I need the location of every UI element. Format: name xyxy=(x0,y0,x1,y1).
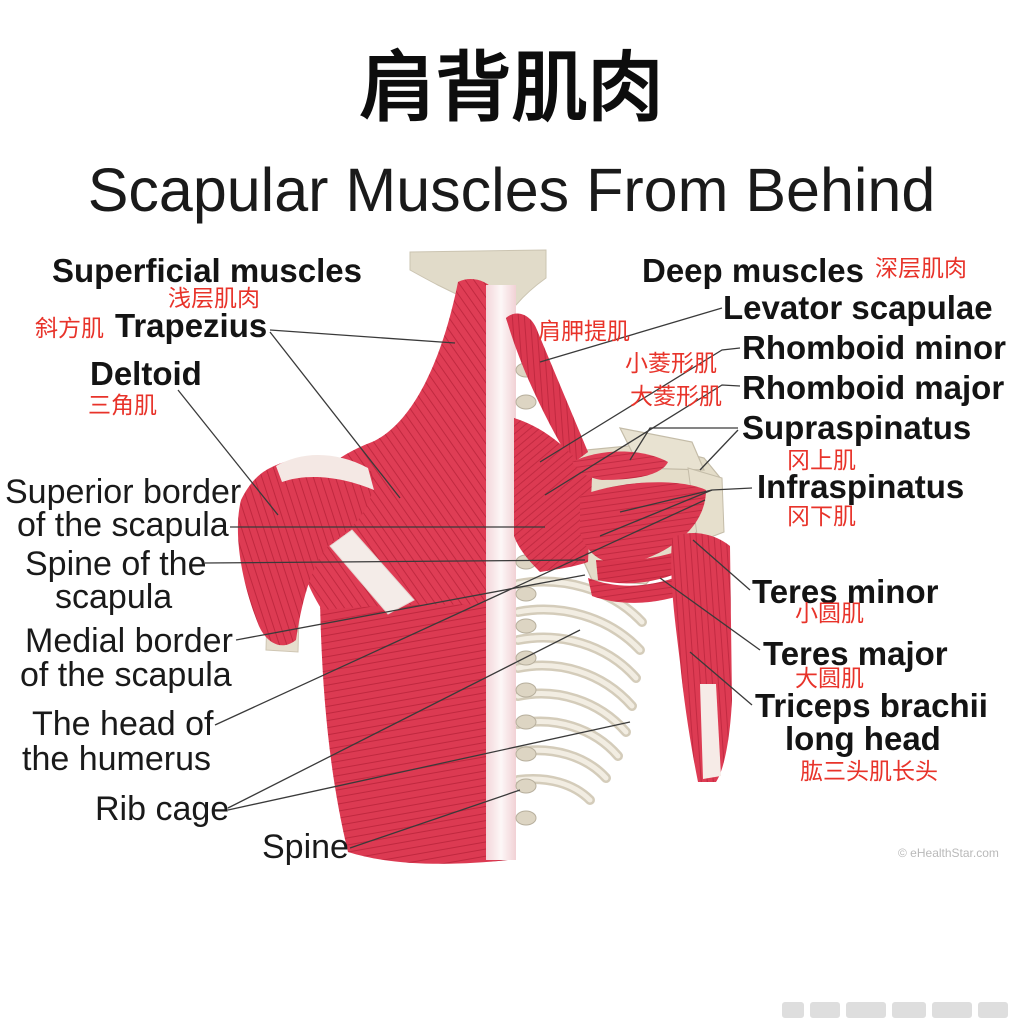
label-infraspinatus-cn: 冈下肌 xyxy=(787,504,856,530)
label-triceps-cn: 肱三头肌长头 xyxy=(800,759,938,785)
triceps-long-head xyxy=(671,532,732,782)
leader-head-of-humerus xyxy=(214,499,706,726)
leader-rhomboid-major xyxy=(544,384,741,496)
vertebra xyxy=(515,586,537,602)
label-rhomboid-minor-cn: 小菱形肌 xyxy=(625,351,717,377)
acromion-left xyxy=(276,455,374,490)
label-triceps-line1: Triceps brachii xyxy=(755,687,988,724)
leader-medial-border xyxy=(235,574,586,641)
label-rhomboid-major-cn: 大菱形肌 xyxy=(630,384,722,410)
label-infraspinatus: Infraspinatus xyxy=(757,468,965,505)
page-subtitle: Scapular Muscles From Behind xyxy=(87,156,936,224)
label-spine-of-scapula-line1: Spine of the xyxy=(25,545,207,583)
leader-trapezius-upper xyxy=(269,329,456,344)
label-teres-minor: Teres minor xyxy=(752,573,939,610)
label-levator-scapulae-cn: 肩胛提肌 xyxy=(538,319,630,345)
leader-trapezius-lower xyxy=(269,331,401,499)
rib-highlight xyxy=(515,635,639,681)
leader-triceps xyxy=(689,651,753,706)
label-head-of-humerus-line2: the humerus xyxy=(22,740,211,778)
leader-rib-cage-lower xyxy=(227,721,631,811)
leader-teres-major xyxy=(659,577,761,651)
label-rhomboid-minor: Rhomboid minor xyxy=(742,329,1006,366)
label-superior-border-line1: Superior border xyxy=(5,473,242,511)
scapula-spine-left xyxy=(329,529,415,615)
label-superior-border-line2: of the scapula xyxy=(17,506,229,544)
leader-spine-of-scapula xyxy=(204,559,586,564)
label-medial-border-line2: of the scapula xyxy=(20,656,232,694)
leader-rib-cage-upper xyxy=(227,629,581,809)
rib-highlight xyxy=(515,663,635,709)
vertebra xyxy=(515,618,537,634)
label-rib-cage: Rib cage xyxy=(95,790,230,828)
label-teres-major-cn: 大圆肌 xyxy=(795,666,864,692)
label-trapezius: Trapezius xyxy=(115,307,268,344)
page-title: 肩背肌肉 xyxy=(359,43,664,132)
vertebra xyxy=(515,778,537,794)
label-supraspinatus: Supraspinatus xyxy=(742,409,972,446)
label-deep-muscles-cn: 深层肌肉 xyxy=(875,256,967,282)
leader-levator-scapulae xyxy=(539,307,723,363)
label-spine: Spine xyxy=(262,828,349,866)
triceps-tendon xyxy=(700,684,721,779)
vertebra xyxy=(515,682,537,698)
label-deltoid: Deltoid xyxy=(90,355,202,392)
label-levator-scapulae: Levator scapulae xyxy=(723,289,993,326)
leader-deltoid xyxy=(177,389,279,516)
label-superficial-muscles-cn: 浅层肌肉 xyxy=(168,286,260,312)
label-triceps-line2: long head xyxy=(785,720,941,757)
latissimus-left xyxy=(320,582,508,864)
leader-supraspinatus-a xyxy=(629,427,738,461)
spine-column xyxy=(486,285,516,860)
vertebra xyxy=(515,714,537,730)
rib-cage xyxy=(513,576,647,805)
blurred-watermark xyxy=(782,1002,1008,1018)
rib-highlight xyxy=(515,607,643,653)
source-watermark: © eHealthStar.com xyxy=(898,846,999,860)
label-deep-muscles: Deep muscles xyxy=(642,252,864,289)
label-deltoid-cn: 三角肌 xyxy=(88,393,157,419)
label-trapezius-cn: 斜方肌 xyxy=(35,316,104,342)
rib-highlight xyxy=(515,579,645,625)
label-teres-minor-cn: 小圆肌 xyxy=(795,601,864,627)
leader-lines xyxy=(177,307,761,849)
label-supraspinatus-cn: 冈上肌 xyxy=(787,448,856,474)
vertebra xyxy=(515,394,537,410)
label-medial-border-line1: Medial border xyxy=(25,622,233,660)
leader-infraspinatus-b xyxy=(599,489,713,537)
label-head-of-humerus-line1: The head of xyxy=(32,705,214,743)
label-spine-of-scapula-line2: scapula xyxy=(55,578,173,616)
label-rhomboid-major: Rhomboid major xyxy=(742,369,1005,406)
vertebra xyxy=(515,810,537,826)
leader-teres-minor xyxy=(692,539,751,591)
label-superficial-muscles: Superficial muscles xyxy=(52,252,362,289)
leader-rhomboid-minor xyxy=(539,347,741,463)
label-teres-major: Teres major xyxy=(763,635,948,672)
leader-supraspinatus-b xyxy=(699,429,739,471)
leader-spine xyxy=(349,789,521,849)
vertebra xyxy=(515,746,537,762)
